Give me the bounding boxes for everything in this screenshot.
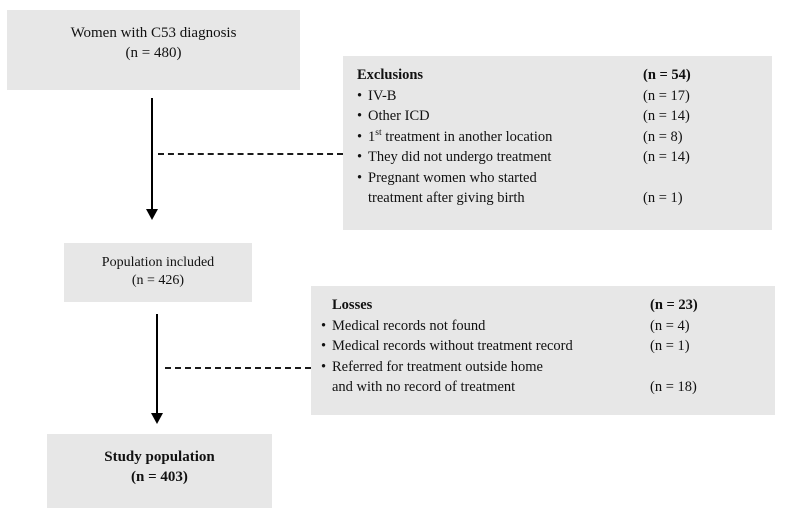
node-source-population: Women with C53 diagnosis (n = 480)	[7, 10, 300, 90]
bullet-icon: •	[357, 87, 363, 104]
exclusions-item-label: 1st treatment in another location	[368, 127, 552, 148]
exclusions-heading-count: (n = 54)	[643, 67, 691, 83]
losses-heading: Losses	[332, 297, 373, 313]
arrow-population-to-study-line	[156, 314, 158, 414]
arrow-source-to-population-head	[146, 209, 158, 220]
node-study-population: Study population (n = 403)	[47, 434, 272, 508]
exclusions-item-count: (n = 8)	[643, 128, 683, 145]
arrow-source-to-population-line	[151, 98, 153, 210]
node-source-label: Women with C53 diagnosis	[70, 25, 237, 41]
exclusions-heading: Exclusions	[357, 67, 424, 83]
losses-item-label: and with no record of treatment	[332, 379, 516, 395]
losses-item-label: Referred for treatment outside home	[332, 358, 543, 375]
exclusions-heading-row: Exclusions (n = 54)	[357, 65, 772, 86]
node-source-count: (n = 480)	[125, 44, 182, 61]
exclusions-item-label: They did not undergo treatment	[368, 149, 552, 165]
node-population-count: (n = 426)	[131, 273, 185, 289]
arrow-population-to-study-head	[151, 413, 163, 424]
losses-heading-row: Losses (n = 23)	[321, 295, 775, 316]
panel-exclusions: Exclusions (n = 54) • IV-B (n = 17) • Othe…	[343, 56, 772, 230]
exclusions-item-label-sup: st	[375, 126, 382, 138]
exclusions-item-continuation: treatment after giving birth (n = 1)	[357, 188, 772, 209]
exclusions-item-label: Other ICD	[368, 108, 430, 124]
exclusions-item-label: Pregnant women who started	[368, 169, 537, 186]
losses-item-continuation: and with no record of treatment (n = 18)	[321, 377, 775, 398]
dashed-connector-losses	[165, 367, 311, 369]
bullet-icon: •	[321, 338, 327, 354]
exclusions-item: • 1st treatment in another location (n = …	[357, 127, 772, 148]
bullet-icon: •	[357, 149, 363, 165]
losses-heading-count: (n = 23)	[650, 297, 698, 313]
losses-item: • Medical records without treatment recor…	[321, 336, 775, 357]
exclusions-item-label-pre: 1	[368, 128, 376, 145]
exclusions-item-label: treatment after giving birth	[368, 190, 525, 206]
losses-item-label: Medical records not found	[332, 317, 486, 334]
exclusions-item: • They did not undergo treatment (n = 14)	[357, 147, 772, 168]
node-population-included: Population included (n = 426)	[64, 243, 252, 302]
losses-item-count: (n = 18)	[650, 379, 697, 395]
losses-item: • Medical records not found (n = 4)	[321, 316, 775, 337]
exclusions-item: • Other ICD (n = 14)	[357, 106, 772, 127]
losses-item-count: (n = 4)	[650, 317, 690, 334]
exclusions-item-count: (n = 14)	[643, 149, 690, 165]
exclusions-item-label: IV-B	[368, 87, 397, 104]
exclusions-item-count: (n = 1)	[643, 190, 683, 206]
exclusions-item-label-post: treatment in another location	[381, 128, 553, 145]
losses-item-label: Medical records without treatment record	[332, 338, 573, 354]
bullet-icon: •	[321, 358, 327, 375]
bullet-icon: •	[357, 128, 363, 145]
bullet-icon: •	[321, 317, 327, 334]
bullet-icon: •	[357, 108, 363, 124]
exclusions-item: • Pregnant women who started	[357, 168, 772, 189]
losses-item: • Referred for treatment outside home	[321, 357, 775, 378]
node-study-label: Study population	[104, 449, 215, 465]
dashed-connector-exclusions	[158, 153, 343, 155]
node-population-label: Population included	[101, 255, 215, 270]
losses-item-count: (n = 1)	[650, 338, 690, 354]
node-study-count: (n = 403)	[131, 468, 188, 485]
exclusions-item: • IV-B (n = 17)	[357, 86, 772, 107]
bullet-icon: •	[357, 169, 363, 186]
exclusions-item-count: (n = 17)	[643, 87, 690, 104]
panel-losses: Losses (n = 23) • Medical records not fou…	[311, 286, 775, 415]
exclusions-item-count: (n = 14)	[643, 108, 690, 124]
